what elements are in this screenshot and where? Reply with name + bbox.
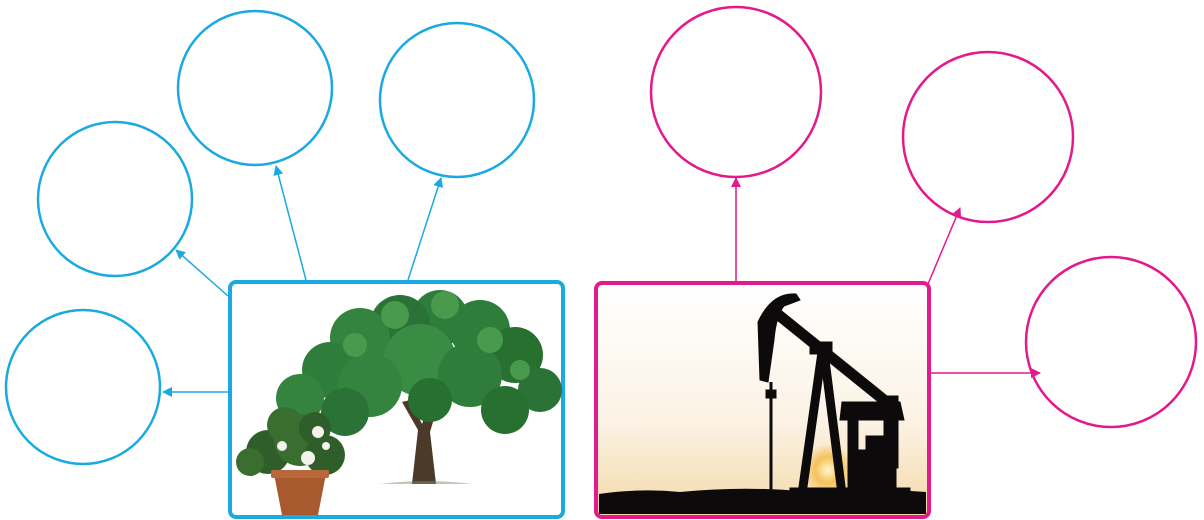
oil-answer-circle-right[interactable]	[1024, 255, 1198, 429]
oil-pump-jack-silhouette-picture	[594, 281, 931, 519]
plants-answer-circle-top-right[interactable]	[378, 21, 536, 179]
plants-answer-circle-left-upper[interactable]	[36, 120, 194, 278]
pump-jack	[757, 293, 911, 497]
oil-answer-circle-top[interactable]	[649, 5, 823, 179]
tree-and-potted-plant-picture	[228, 280, 565, 519]
plants-answer-circle-left-lower[interactable]	[4, 308, 162, 466]
tree-canopy	[276, 290, 562, 436]
plants-group	[4, 9, 565, 519]
oil-arrow-to-upper-right	[927, 207, 962, 285]
potted-plant	[236, 407, 345, 515]
plants-arrow-to-left-upper	[175, 249, 229, 297]
plants-arrow-to-top-left	[273, 165, 307, 281]
oil-group	[594, 5, 1198, 519]
plants-arrow-to-top-right	[407, 177, 443, 281]
oil-answer-circle-upper-right[interactable]	[901, 50, 1075, 224]
plants-answer-circle-top-left[interactable]	[176, 9, 334, 167]
